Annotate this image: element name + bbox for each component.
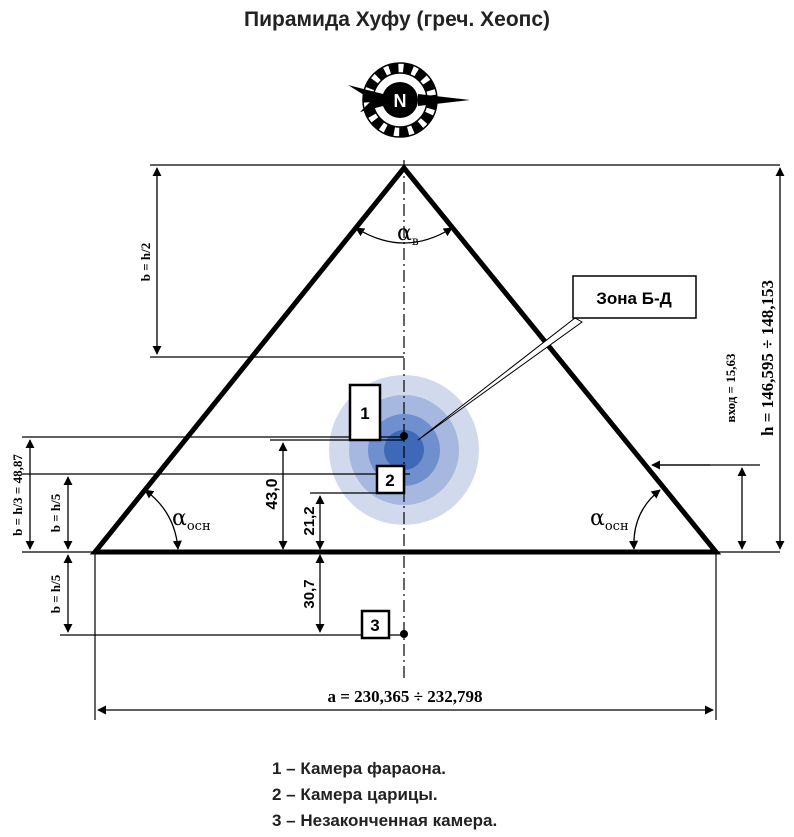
entrance-label: вход = 15,63 bbox=[723, 353, 738, 422]
zone-callout: Зона Б-Д bbox=[417, 275, 697, 441]
base-angle-right-label: αосн bbox=[590, 506, 629, 534]
dim-30-label: 30,7 bbox=[301, 579, 318, 608]
b-fifth-down-label: b = h/5 bbox=[48, 574, 63, 613]
legend-item: 1 – Камера фараона. bbox=[272, 759, 446, 778]
chamber-2-marker: 2 bbox=[375, 464, 406, 495]
base-label: a = 230,365 ÷ 232,798 bbox=[327, 687, 482, 706]
svg-text:3: 3 bbox=[370, 616, 379, 635]
b-half-label: b = h/2 bbox=[138, 243, 153, 281]
height-label: h = 146,595 ÷ 148,153 bbox=[758, 280, 777, 436]
chamber-3-marker: 3 bbox=[360, 609, 391, 640]
base-angle-left-label: αосн bbox=[172, 506, 211, 534]
legend: 1 – Камера фараона. 2 – Камера царицы. 3… bbox=[272, 756, 497, 834]
diagram-title: Пирамида Хуфу (греч. Хеопс) bbox=[244, 8, 550, 31]
compass-icon: N bbox=[348, 62, 470, 138]
chamber-3-point bbox=[400, 630, 408, 638]
angle-arcs bbox=[144, 227, 661, 550]
b-third-label: b = h/3 = 48,87 bbox=[10, 454, 25, 536]
chamber-1-point bbox=[400, 432, 408, 440]
apex-angle-label: αв bbox=[397, 221, 419, 248]
svg-text:1: 1 bbox=[360, 404, 369, 423]
legend-item: 3 – Незаконченная камера. bbox=[272, 811, 498, 830]
reference-lines bbox=[22, 164, 780, 720]
chamber-1-marker: 1 bbox=[348, 383, 382, 442]
legend-item: 2 – Камера царицы. bbox=[272, 785, 438, 804]
dim-43-label: 43,0 bbox=[264, 478, 281, 509]
dim-21-label: 21,2 bbox=[301, 506, 318, 535]
zone-label: Зона Б-Д bbox=[596, 289, 671, 308]
compass-letter: N bbox=[394, 91, 407, 111]
svg-text:2: 2 bbox=[385, 471, 394, 490]
dimension-lines bbox=[25, 167, 785, 715]
b-fifth-up-label: b = h/5 bbox=[48, 493, 63, 532]
pyramid-outline bbox=[89, 164, 722, 555]
